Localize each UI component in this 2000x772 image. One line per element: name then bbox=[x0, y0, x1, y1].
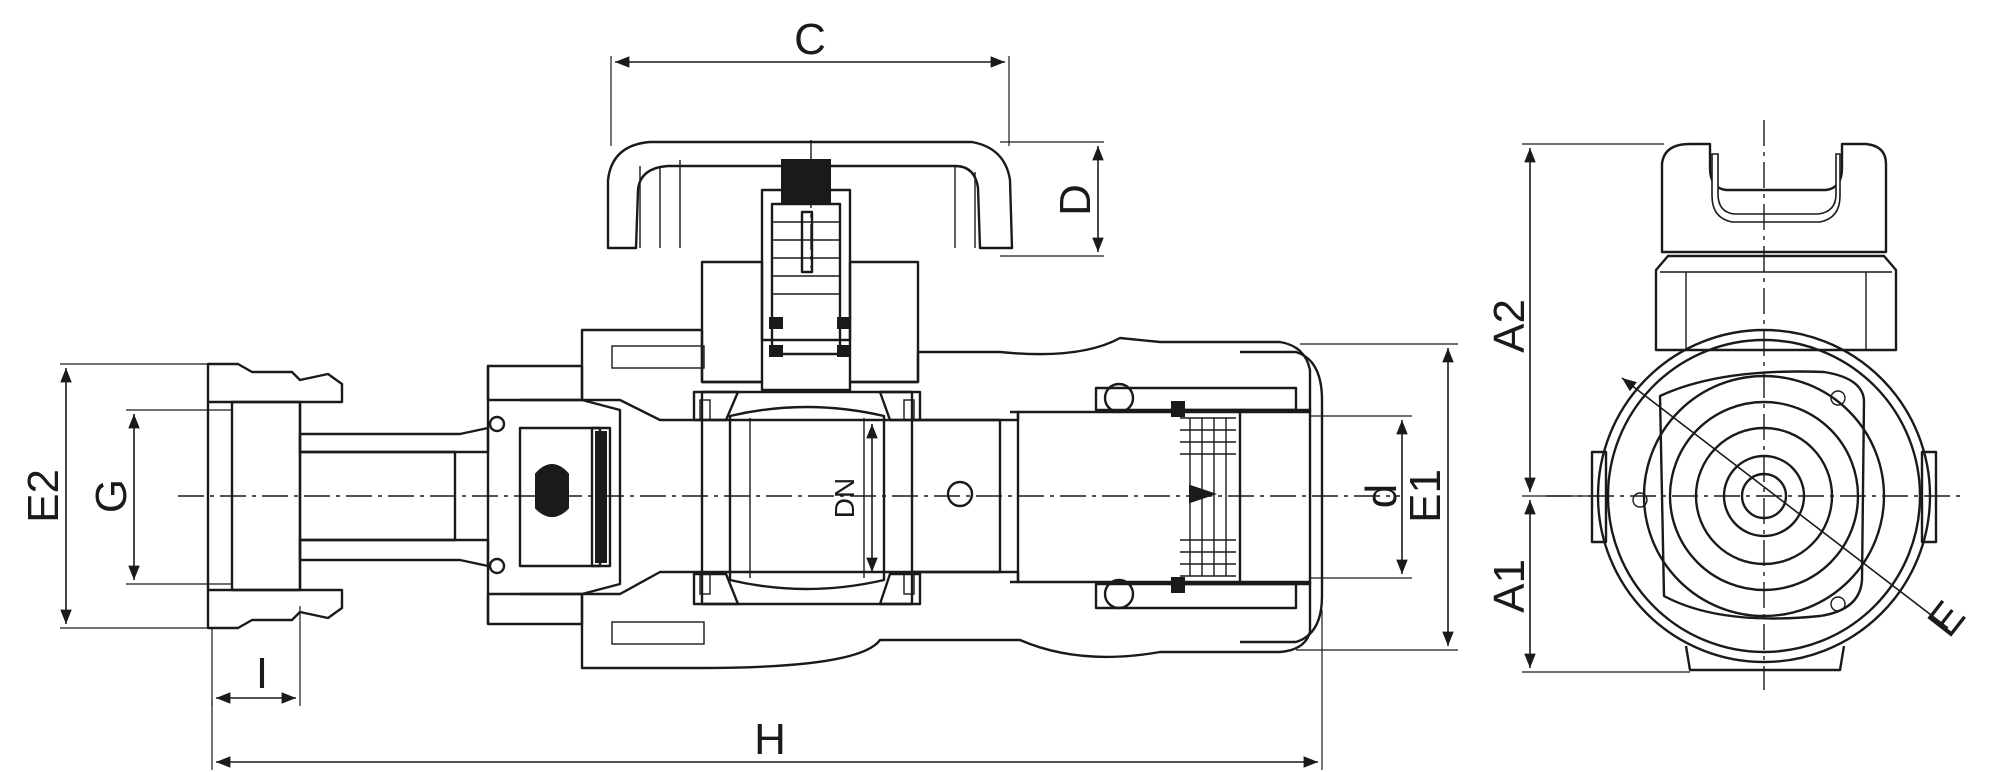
dimension-label-e2: E2 bbox=[19, 469, 68, 523]
dimension-g: G bbox=[87, 409, 232, 585]
dimension-dn: DN bbox=[829, 424, 878, 572]
valve-body-lower bbox=[580, 570, 1312, 670]
dimension-label-d: D bbox=[1051, 184, 1100, 216]
body-neck bbox=[700, 260, 920, 384]
right-compression-fitting bbox=[1094, 350, 1324, 644]
dimension-a1: A1 bbox=[1485, 500, 1690, 673]
lower-thread bbox=[611, 621, 705, 645]
end-view bbox=[1546, 120, 1960, 690]
dimension-label-a2: A2 bbox=[1485, 299, 1534, 353]
valve-body-upper bbox=[580, 328, 1312, 422]
dimension-c: C bbox=[610, 15, 1010, 146]
extension-stem bbox=[298, 426, 490, 568]
dimension-label-e: E bbox=[1918, 592, 1975, 645]
inner-bore bbox=[912, 410, 1020, 584]
dimension-e2: E2 bbox=[19, 363, 208, 629]
dimension-e1: E1 bbox=[1296, 343, 1458, 651]
dimension-label-h: H bbox=[754, 715, 786, 764]
left-end-connector bbox=[486, 364, 622, 626]
dimension-d: D bbox=[1000, 141, 1104, 257]
dimension-h: H bbox=[211, 610, 1323, 770]
side-section-view bbox=[178, 140, 1400, 670]
upper-thread bbox=[611, 345, 705, 369]
dimension-i: I bbox=[211, 606, 301, 706]
dimension-label-e1: E1 bbox=[1401, 469, 1450, 523]
dimension-label-g: G bbox=[87, 479, 136, 513]
dimension-label-a1: A1 bbox=[1485, 559, 1534, 613]
dimension-label-c: C bbox=[794, 15, 826, 64]
dimension-a2: A2 bbox=[1485, 143, 1664, 497]
dimension-label-d-small: d bbox=[1357, 484, 1406, 508]
dimension-label-i: I bbox=[256, 649, 268, 698]
ball-assembly bbox=[692, 390, 922, 606]
dimension-label-dn: DN bbox=[829, 478, 860, 518]
handle-cap bbox=[606, 140, 1014, 356]
dimension-d-small: d bbox=[1310, 415, 1412, 579]
